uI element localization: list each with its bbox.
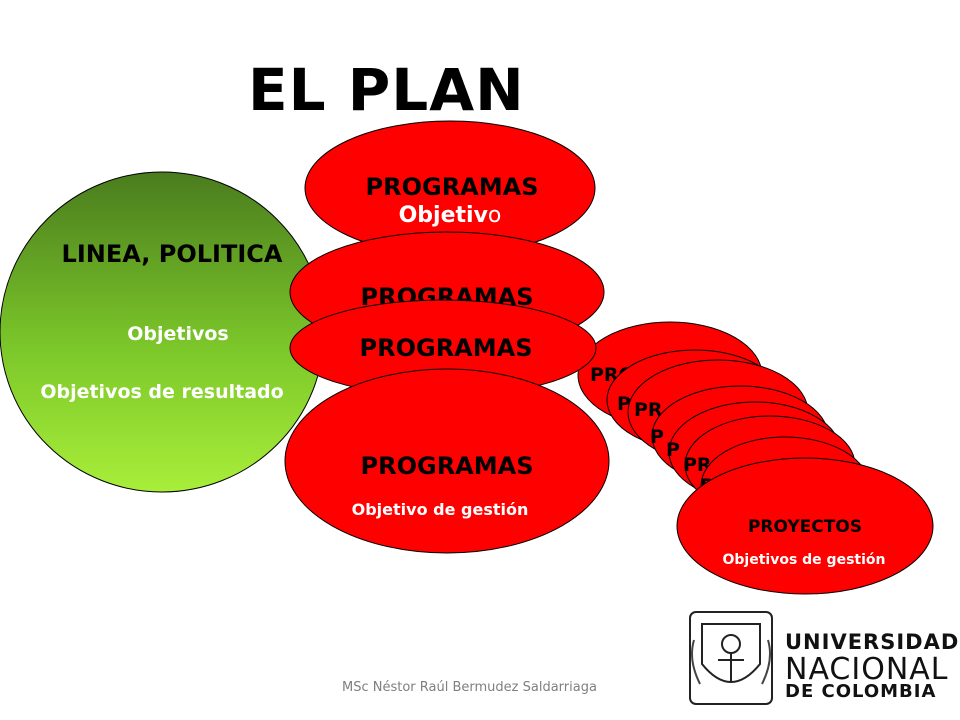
proyecto-fragment-2: P: [617, 393, 631, 415]
logo-nacional: NACIONAL: [785, 652, 949, 687]
programa-4-objetivo: Objetivo de gestión: [352, 500, 529, 519]
linea-objetivos: Objetivos: [127, 323, 229, 345]
proyecto-fragment-4: P: [650, 426, 664, 448]
proyecto-fragment-3: PR: [634, 399, 663, 421]
proyectos-ellipse-front: [676, 457, 934, 595]
linea-objetivos-resultado: Objetivos de resultado: [40, 381, 283, 403]
programa-4-label: PROGRAMAS: [361, 452, 534, 480]
proyectos-objetivo: Objetivos de gestión: [723, 552, 886, 568]
slide-title: EL PLAN: [248, 56, 525, 124]
proyecto-fragment-5: P: [666, 439, 680, 461]
logo-universidad: UNIVERSIDAD: [785, 630, 960, 654]
linea-heading: LINEA, POLITICA: [62, 240, 283, 268]
university-seal-icon: [689, 611, 773, 705]
programa-1-objetivo: Objetivo: [399, 203, 502, 228]
proyectos-label: PROYECTOS: [748, 517, 862, 537]
logo-de-colombia: DE COLOMBIA: [785, 681, 937, 702]
footer-author: MSc Néstor Raúl Bermudez Saldarriaga: [342, 680, 597, 695]
programa-3-label: PROGRAMAS: [360, 334, 533, 362]
programa-ellipse-4: [284, 368, 610, 554]
programa-1-label: PROGRAMAS: [366, 173, 539, 201]
